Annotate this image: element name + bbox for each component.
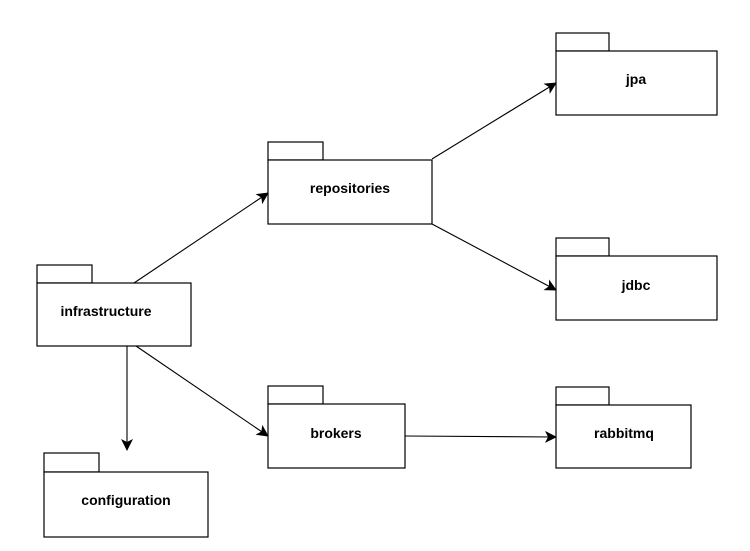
dependency-arrows [121, 82, 557, 451]
package-body [267, 403, 406, 469]
package-tab [555, 386, 610, 406]
package-tab [43, 452, 100, 473]
package-body [555, 255, 718, 321]
package-label-rabbitmq: rabbitmq [594, 425, 654, 441]
package-jpa[interactable]: jpa [555, 32, 718, 116]
package-body [36, 282, 192, 347]
package-body [555, 404, 692, 469]
package-tab [555, 237, 610, 257]
arrow-repositories-to-jdbc [431, 223, 557, 291]
package-label-infrastructure: infrastructure [60, 303, 151, 319]
package-label-brokers: brokers [310, 425, 362, 441]
package-infrastructure[interactable]: infrastructure [36, 264, 192, 347]
arrow-infrastructure-to-brokers [135, 345, 269, 437]
package-label-configuration: configuration [81, 492, 170, 508]
package-label-jpa: jpa [625, 71, 646, 87]
package-jdbc[interactable]: jdbc [555, 237, 718, 321]
package-brokers[interactable]: brokers [267, 385, 406, 469]
package-body [43, 471, 209, 538]
package-label-repositories: repositories [310, 180, 390, 196]
package-repositories[interactable]: repositories [267, 141, 433, 225]
package-body [555, 50, 718, 116]
package-label-jdbc: jdbc [621, 277, 651, 293]
package-tab [36, 264, 93, 284]
arrow-repositories-to-jpa [431, 82, 557, 160]
package-body [267, 159, 433, 225]
package-tab [555, 32, 610, 52]
package-tab [267, 141, 324, 161]
package-configuration[interactable]: configuration [43, 452, 209, 538]
arrow-infrastructure-to-repositories [133, 192, 269, 284]
arrow-brokers-to-rabbitmq [404, 430, 557, 443]
package-tab [267, 385, 324, 405]
package-rabbitmq[interactable]: rabbitmq [555, 386, 692, 469]
